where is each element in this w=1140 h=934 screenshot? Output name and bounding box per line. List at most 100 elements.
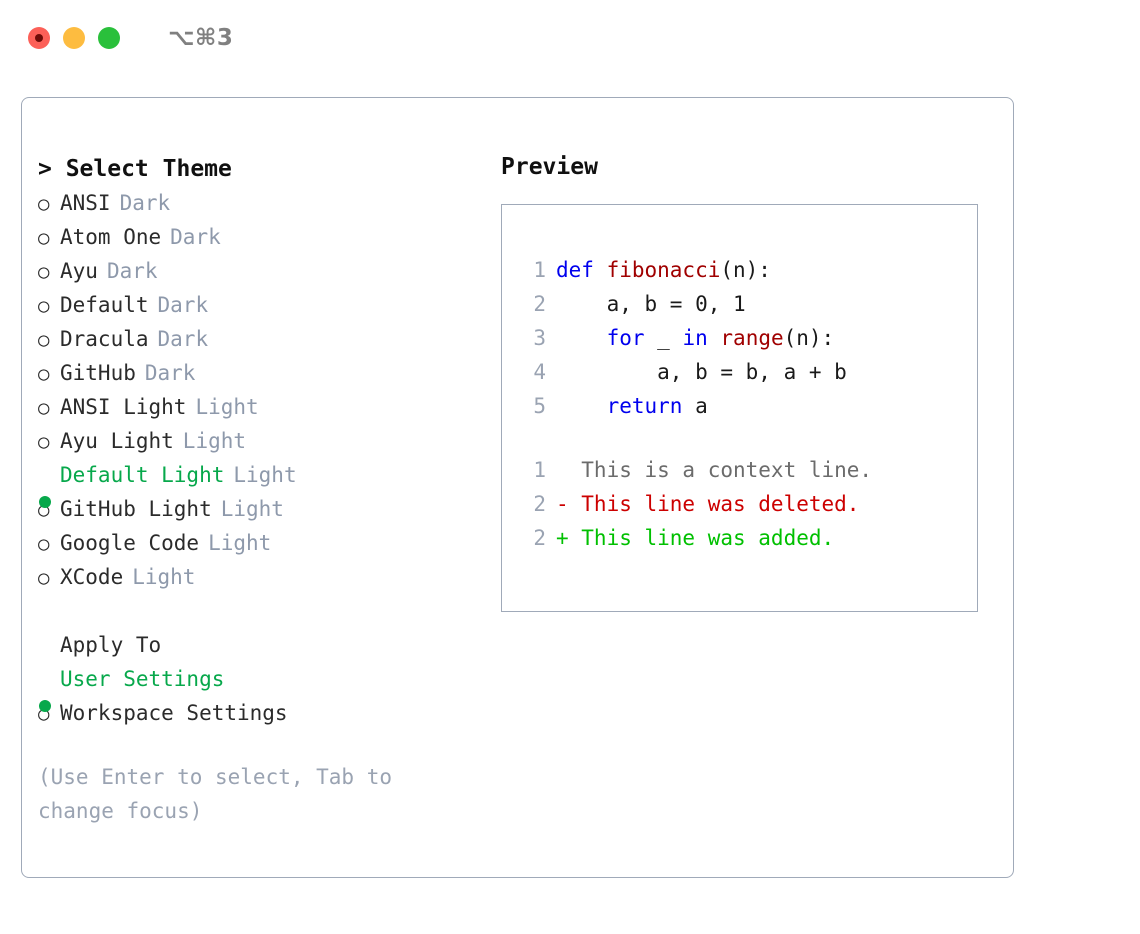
diff-line-del: 2- This line was deleted.	[518, 487, 977, 521]
theme-option-label: Default	[60, 293, 149, 317]
zoom-button[interactable]	[98, 27, 120, 49]
theme-option-atom-one[interactable]: ○ Atom One Dark	[38, 220, 478, 254]
apply-to-option-label: User Settings	[60, 667, 225, 691]
radio-unselected-icon: ○	[38, 431, 50, 453]
code-token-kw: def	[556, 258, 607, 282]
theme-option-label: Ayu	[60, 259, 98, 283]
minimize-button[interactable]	[63, 27, 85, 49]
theme-option-label: GitHub	[60, 361, 136, 385]
diff-line-number: 2	[533, 526, 546, 550]
diff-sample: 1 This is a context line.2- This line wa…	[518, 453, 977, 555]
code-line: 2 a, b = 0, 1	[518, 287, 977, 321]
window-title-shortcut: ⌥⌘3	[168, 25, 234, 51]
radio-unselected-icon: ○	[38, 261, 50, 283]
code-token-fn: fibonacci	[606, 258, 721, 282]
theme-variant-badge: Dark	[144, 361, 196, 385]
code-line: 1 def fibonacci(n):	[518, 253, 977, 287]
theme-variant-badge: Dark	[157, 293, 209, 317]
close-button[interactable]	[28, 27, 50, 49]
preview-heading: Preview	[501, 154, 598, 180]
theme-variant-badge: Dark	[119, 191, 171, 215]
theme-option-default-light[interactable]: Default Light Light	[38, 458, 478, 508]
code-token-plain: (n):	[720, 258, 771, 282]
list-spacer	[38, 594, 478, 628]
code-line-number: 5	[533, 394, 546, 418]
radio-unselected-icon: ○	[38, 499, 50, 521]
code-token-plain	[556, 394, 607, 418]
theme-option-label: Atom One	[60, 225, 162, 249]
code-line-number: 1	[533, 258, 546, 282]
radio-unselected-icon: ○	[38, 193, 50, 215]
code-line-text: for _ in range(n):	[556, 321, 835, 355]
code-line-text: return a	[556, 389, 708, 423]
diff-line-ctx: 1 This is a context line.	[518, 453, 977, 487]
window-controls	[28, 27, 120, 49]
theme-option-xcode[interactable]: ○ XCode Light	[38, 560, 478, 594]
code-token-plain: a, b = 0, 1	[556, 292, 746, 316]
theme-variant-badge: Light	[208, 531, 272, 555]
diff-line-add: 2 + This line was added.	[518, 521, 977, 555]
theme-variant-badge: Light	[195, 395, 259, 419]
theme-option-label: ANSI	[60, 191, 111, 215]
theme-variant-badge: Dark	[170, 225, 221, 249]
radio-unselected-icon: ○	[38, 703, 50, 725]
code-token-plain	[708, 326, 721, 350]
code-line: 5 return a	[518, 389, 977, 423]
radio-unselected-icon: ○	[38, 363, 50, 385]
diff-line-text: This is a context line.	[556, 458, 873, 482]
preview-gap	[518, 423, 977, 453]
theme-option-github[interactable]: ○ GitHub Dark	[38, 356, 478, 390]
radio-unselected-icon: ○	[38, 227, 50, 249]
theme-variant-badge: Light	[233, 463, 297, 487]
theme-option-label: Ayu Light	[60, 429, 174, 453]
apply-to-option-workspace-settings[interactable]: ○ Workspace Settings	[38, 696, 478, 730]
theme-option-dracula[interactable]: ○ Dracula Dark	[38, 322, 478, 356]
diff-line-number: 1	[533, 458, 546, 482]
code-token-plain: a, b = b, a + b	[556, 360, 847, 384]
code-line-number: 3	[533, 326, 546, 350]
code-token-plain: a	[682, 394, 708, 418]
radio-unselected-icon: ○	[38, 567, 50, 589]
code-line-text: def fibonacci(n):	[556, 253, 771, 287]
theme-variant-badge: Light	[220, 497, 284, 521]
select-theme-heading: > Select Theme	[38, 156, 232, 182]
code-token-plain: (n):	[783, 326, 835, 350]
theme-variant-badge: Light	[132, 565, 196, 589]
theme-option-label: ANSI Light	[60, 395, 187, 419]
code-token-kw: return	[606, 394, 683, 418]
theme-option-label: Dracula	[60, 327, 149, 351]
theme-option-ayu[interactable]: ○ Ayu Dark	[38, 254, 478, 288]
radio-unselected-icon: ○	[38, 295, 50, 317]
code-line-number: 2	[533, 292, 546, 316]
apply-to-heading: Apply To	[60, 633, 162, 657]
theme-option-default[interactable]: ○ Default Dark	[38, 288, 478, 322]
diff-line-text: + This line was added.	[556, 526, 835, 550]
apply-to-list: User Settings ○ Workspace Settings	[38, 662, 478, 730]
radio-unselected-icon: ○	[38, 329, 50, 351]
code-token-plain	[556, 326, 607, 350]
code-line: 3 for _ in range(n):	[518, 321, 977, 355]
code-token-kw: in	[682, 326, 708, 350]
code-token-fn: range	[720, 326, 784, 350]
keyboard-hint: (Use Enter to select, Tab to change focu…	[38, 765, 405, 823]
theme-option-ansi[interactable]: ○ ANSI Dark	[38, 186, 478, 220]
apply-to-option-user-settings[interactable]: User Settings	[38, 662, 478, 712]
diff-line-number: 2	[533, 492, 546, 516]
code-line: 4 a, b = b, a + b	[518, 355, 977, 389]
theme-variant-badge: Dark	[106, 259, 158, 283]
theme-option-label: XCode	[60, 565, 124, 589]
apply-to-option-label: Workspace Settings	[60, 701, 288, 725]
theme-option-label: Default Light	[60, 463, 225, 487]
code-line-text: a, b = 0, 1	[556, 287, 746, 321]
theme-variant-badge: Dark	[157, 327, 209, 351]
